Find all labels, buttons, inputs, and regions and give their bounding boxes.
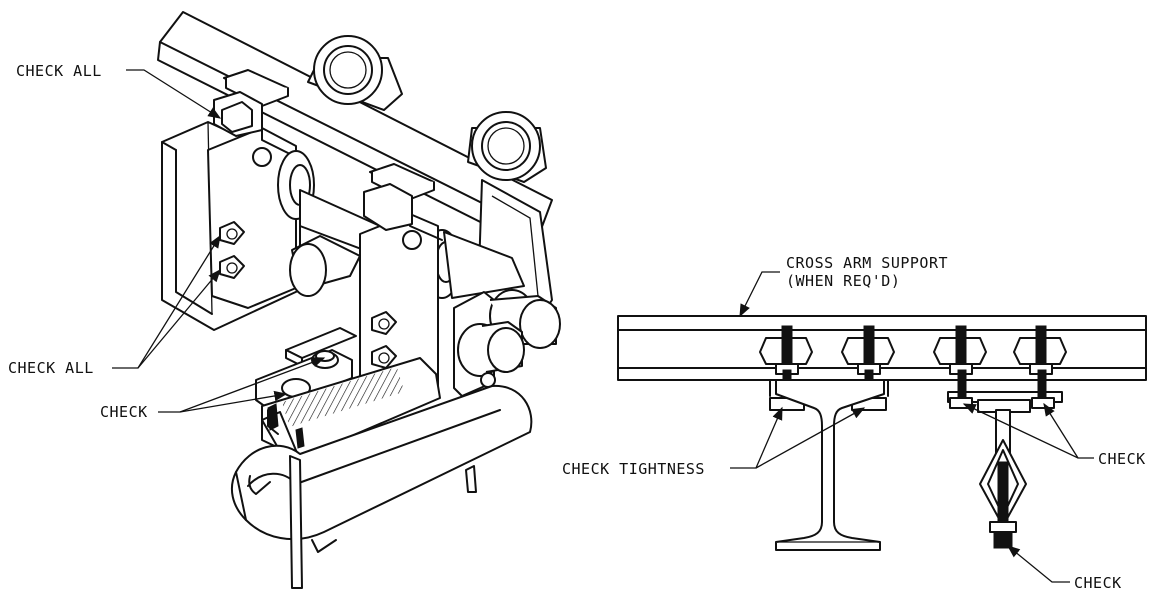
clamp-block-right bbox=[363, 163, 435, 231]
leader-check-tightness-2 bbox=[755, 407, 866, 469]
upper-wheel-right bbox=[467, 111, 547, 183]
i-beam bbox=[775, 379, 885, 551]
label-check-left: CHECK bbox=[100, 403, 148, 421]
label-cross-arm-line1: CROSS ARM SUPPORT bbox=[786, 254, 948, 272]
label-cross-arm-line2: (WHEN REQ'D) bbox=[786, 272, 900, 290]
leaders bbox=[112, 69, 1094, 583]
leader-check-right-2 bbox=[1043, 402, 1079, 459]
upper-wheel-left bbox=[307, 35, 403, 111]
clamp-block-left bbox=[213, 69, 289, 137]
clamp-2 bbox=[841, 325, 895, 375]
leader-cross-arm bbox=[739, 271, 780, 318]
label-check-right: CHECK bbox=[1098, 450, 1146, 468]
leader-check-all-top bbox=[126, 69, 222, 119]
label-check-bottom: CHECK bbox=[1074, 574, 1122, 590]
connector-barrels bbox=[453, 289, 561, 397]
label-check-all-mid: CHECK ALL bbox=[8, 359, 94, 377]
leader-check-tightness-1 bbox=[730, 406, 783, 469]
section-view bbox=[617, 315, 1147, 551]
label-check-tightness: CHECK TIGHTNESS bbox=[562, 460, 705, 478]
hanger-bracket bbox=[947, 369, 1063, 549]
left-hanger-plate bbox=[207, 127, 299, 309]
label-check-all-top: CHECK ALL bbox=[16, 62, 102, 80]
leader-check-left-2 bbox=[179, 390, 288, 413]
leader-check-bottom bbox=[1006, 545, 1070, 583]
collector-assembly-iso-view bbox=[157, 11, 561, 589]
conductor-rail bbox=[230, 384, 533, 589]
leader-check-all-mid-2 bbox=[137, 269, 221, 369]
